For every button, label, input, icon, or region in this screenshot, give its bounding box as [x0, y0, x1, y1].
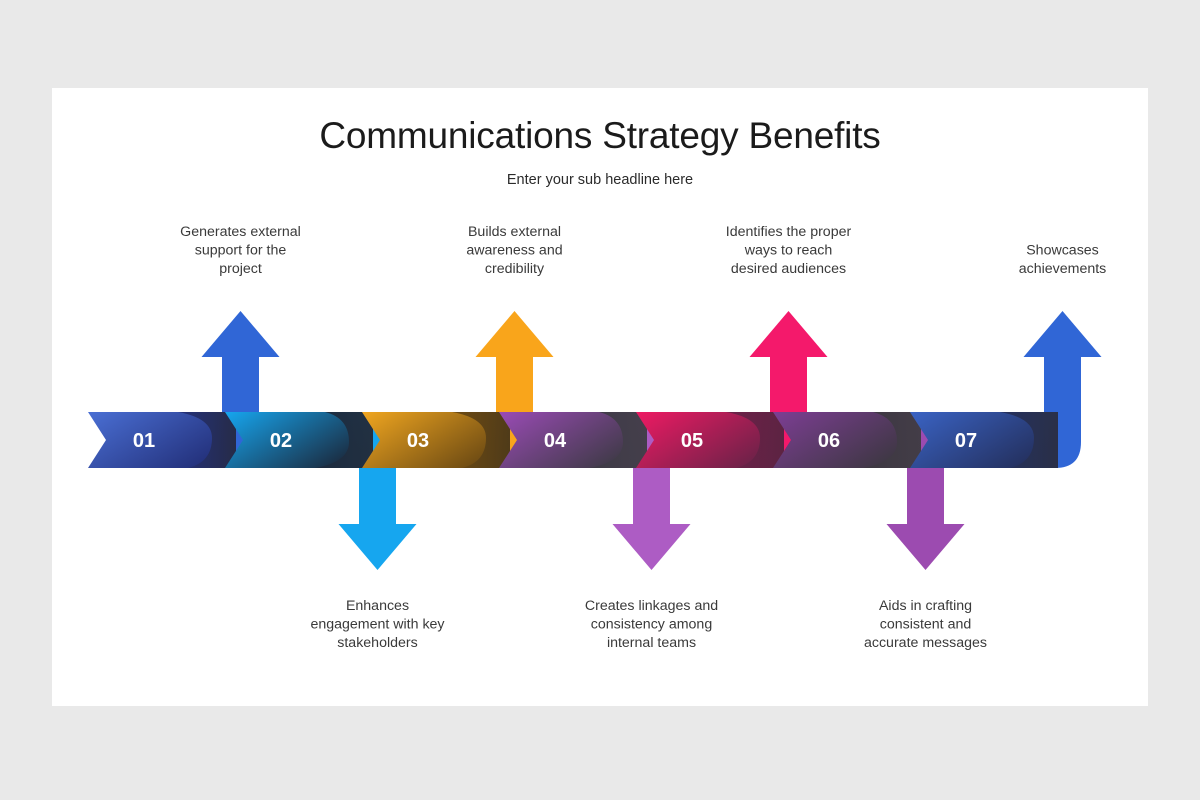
ribbon-fold	[1000, 412, 1058, 468]
arrow-down-icon	[338, 412, 417, 570]
ribbon-fold	[726, 412, 784, 468]
step-number: 07	[955, 430, 977, 452]
step-ribbon	[910, 412, 1058, 468]
step-ribbon	[773, 412, 921, 468]
ribbon-fold	[452, 412, 510, 468]
step-number: 06	[818, 430, 840, 452]
ribbon-fold	[315, 412, 373, 468]
step-number: 04	[544, 430, 567, 452]
step-number: 02	[270, 430, 292, 452]
page-subtitle: Enter your sub headline here	[506, 172, 694, 188]
arrow-up-icon	[201, 311, 280, 468]
arrow-down-icon	[612, 412, 691, 570]
ribbon-fold	[863, 412, 921, 468]
step-ribbon	[499, 412, 647, 468]
step-ribbon	[225, 412, 373, 468]
arrow-up-icon	[749, 311, 828, 468]
step-number: 03	[407, 430, 429, 452]
step-number: 05	[681, 430, 703, 452]
step-ribbon	[362, 412, 510, 468]
step-number: 01	[133, 430, 155, 452]
ribbon-fold	[178, 412, 236, 468]
ribbon-fold	[589, 412, 647, 468]
step-ribbon	[88, 412, 236, 468]
step-ribbon	[636, 412, 784, 468]
arrow-up-icon	[475, 311, 554, 468]
arrow-down-icon	[886, 412, 965, 570]
slide-card: Communications Strategy Benefits Enter y…	[52, 88, 1148, 706]
page-title: Communications Strategy Benefits	[319, 115, 881, 156]
arrow-up-icon	[1023, 311, 1102, 468]
